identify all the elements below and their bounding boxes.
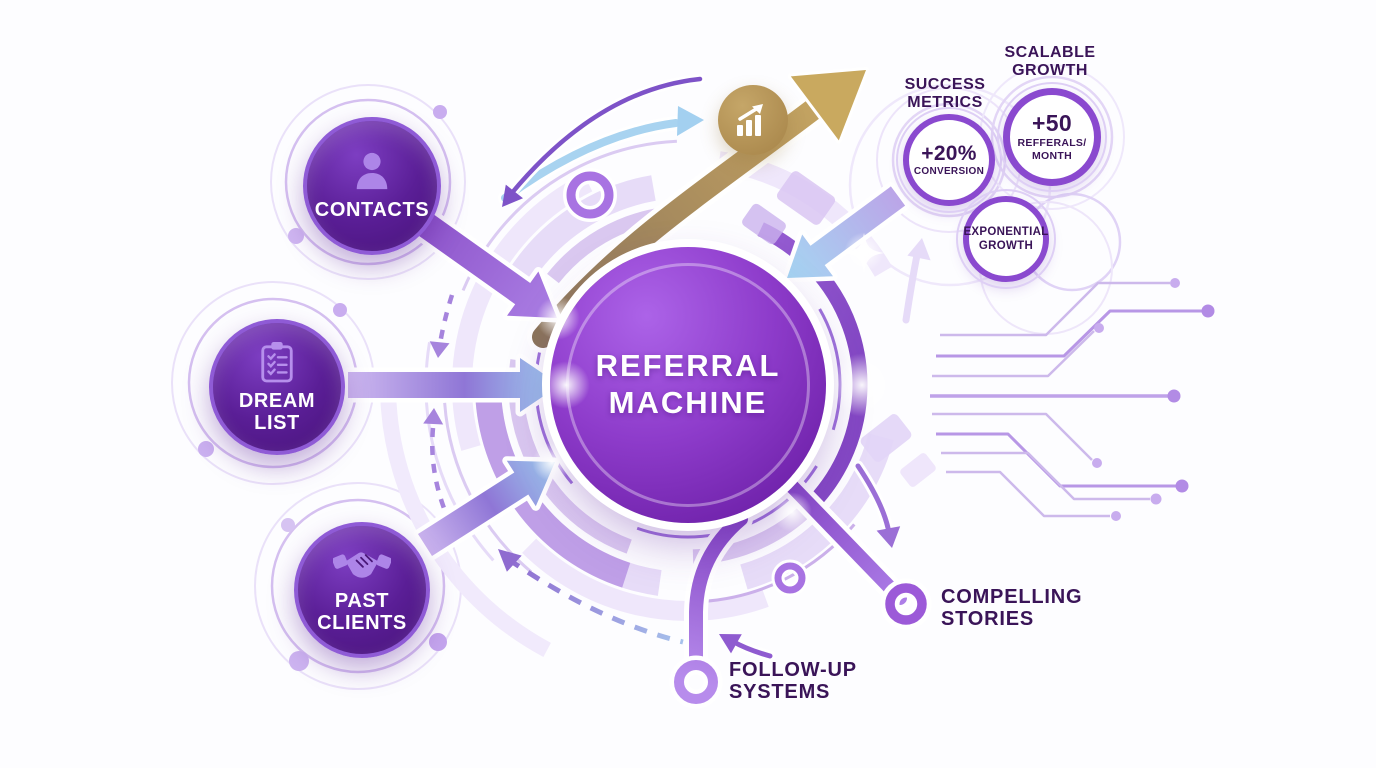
checklist-clipboard-icon <box>261 341 293 383</box>
metric-conversion: +20% CONVERSION <box>896 107 1002 213</box>
small-donuts <box>563 168 809 597</box>
metric-referrals: +50 REFFERALS/MONTH <box>997 82 1107 192</box>
floating-tiles <box>742 171 936 487</box>
purple-curve-arrow <box>502 74 705 207</box>
metric-referrals-caption: REFFERALS/MONTH <box>1017 136 1087 162</box>
metric-referrals-value: +50 <box>1032 109 1072 136</box>
growth-badge <box>718 85 788 155</box>
person-icon <box>356 152 388 189</box>
node-contacts-label: CONTACTS <box>314 198 430 221</box>
orbit-dots <box>198 105 447 671</box>
circuit-dots <box>1092 278 1215 521</box>
circuit-traces <box>930 281 1202 518</box>
arrow-dreamlist-to-center <box>343 353 565 417</box>
growth-chart-icon <box>737 104 763 136</box>
dashed-arrowhead-up <box>423 408 444 425</box>
down-curve-arrow <box>852 460 901 548</box>
dashed-arrowhead-down <box>429 341 450 358</box>
metric-conversion-value: +20% <box>921 141 977 165</box>
handshake-icon <box>333 551 391 578</box>
metric-conversion-caption: CONVERSION <box>913 165 985 177</box>
node-contacts: CONTACTS <box>303 117 441 255</box>
arrow-pastclients-to-center <box>413 456 560 561</box>
faint-up-arrow <box>902 238 931 324</box>
dashed-arcs-left <box>430 294 455 517</box>
followup-curve-arrow <box>719 634 776 662</box>
connector-followup <box>669 507 753 709</box>
